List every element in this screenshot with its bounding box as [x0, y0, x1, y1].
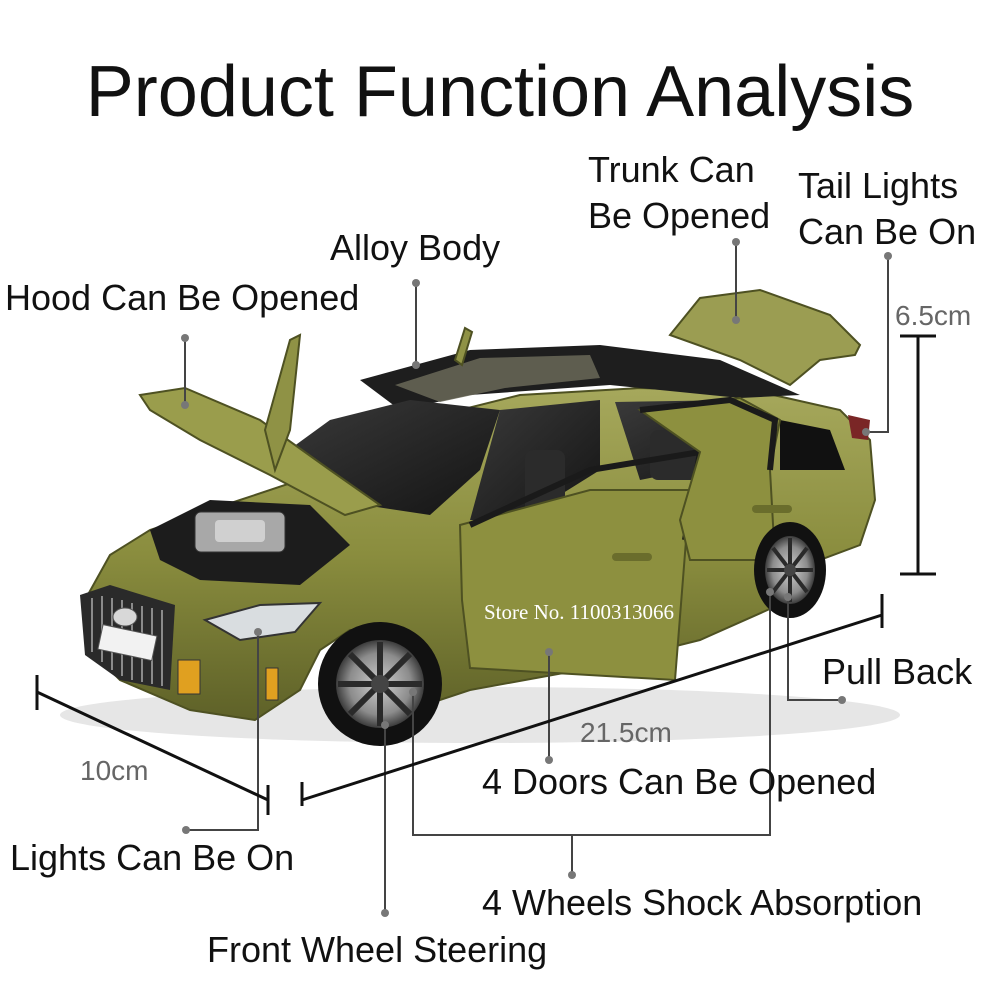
headlight [202, 601, 323, 642]
open-door-left-front [263, 333, 302, 474]
label-shock-absorption: 4 Wheels Shock Absorption [482, 882, 923, 923]
fog-light-left [177, 659, 201, 695]
open-door-left-rear [453, 326, 474, 367]
rear-wheel [754, 522, 826, 618]
label-trunk-line1: Trunk Can [588, 149, 755, 190]
sunroof-glass [395, 355, 600, 402]
rear-door-frame [639, 396, 779, 471]
store-watermark: Store No. 1100313066 [484, 600, 674, 624]
callout-dots [181, 238, 892, 917]
label-hood: Hood Can Be Opened [5, 277, 360, 318]
label-tail-line1: Tail Lights [798, 165, 959, 206]
open-door-right-front [458, 489, 692, 682]
brand-logo [112, 607, 138, 627]
label-tail-line2: Can Be On [798, 211, 977, 252]
label-doors: 4 Doors Can Be Opened [482, 761, 877, 802]
rear-quarter-window [780, 420, 845, 470]
label-front-wheel-steering: Front Wheel Steering [207, 929, 548, 970]
dimension-width: 10cm [80, 755, 149, 786]
height-dimension-line [900, 334, 936, 576]
label-alloy-body: Alloy Body [330, 227, 501, 268]
license-plate [97, 624, 158, 662]
open-trunk [668, 288, 862, 387]
length-dimension-line [300, 594, 884, 806]
label-trunk-line2: Be Opened [588, 195, 771, 236]
engine-cover [215, 520, 265, 542]
width-dimension-line [35, 675, 270, 815]
label-pull-back: Pull Back [822, 651, 973, 692]
fog-light-right [265, 667, 279, 701]
dimension-length: 21.5cm [580, 717, 672, 748]
door-handle-rear [752, 505, 792, 513]
front-wheel [318, 622, 442, 746]
label-lights: Lights Can Be On [10, 837, 295, 878]
open-hood [138, 386, 383, 517]
dimension-height: 6.5cm [895, 300, 972, 331]
door-handle-front [612, 553, 652, 561]
page-title: Product Function Analysis [85, 52, 915, 132]
